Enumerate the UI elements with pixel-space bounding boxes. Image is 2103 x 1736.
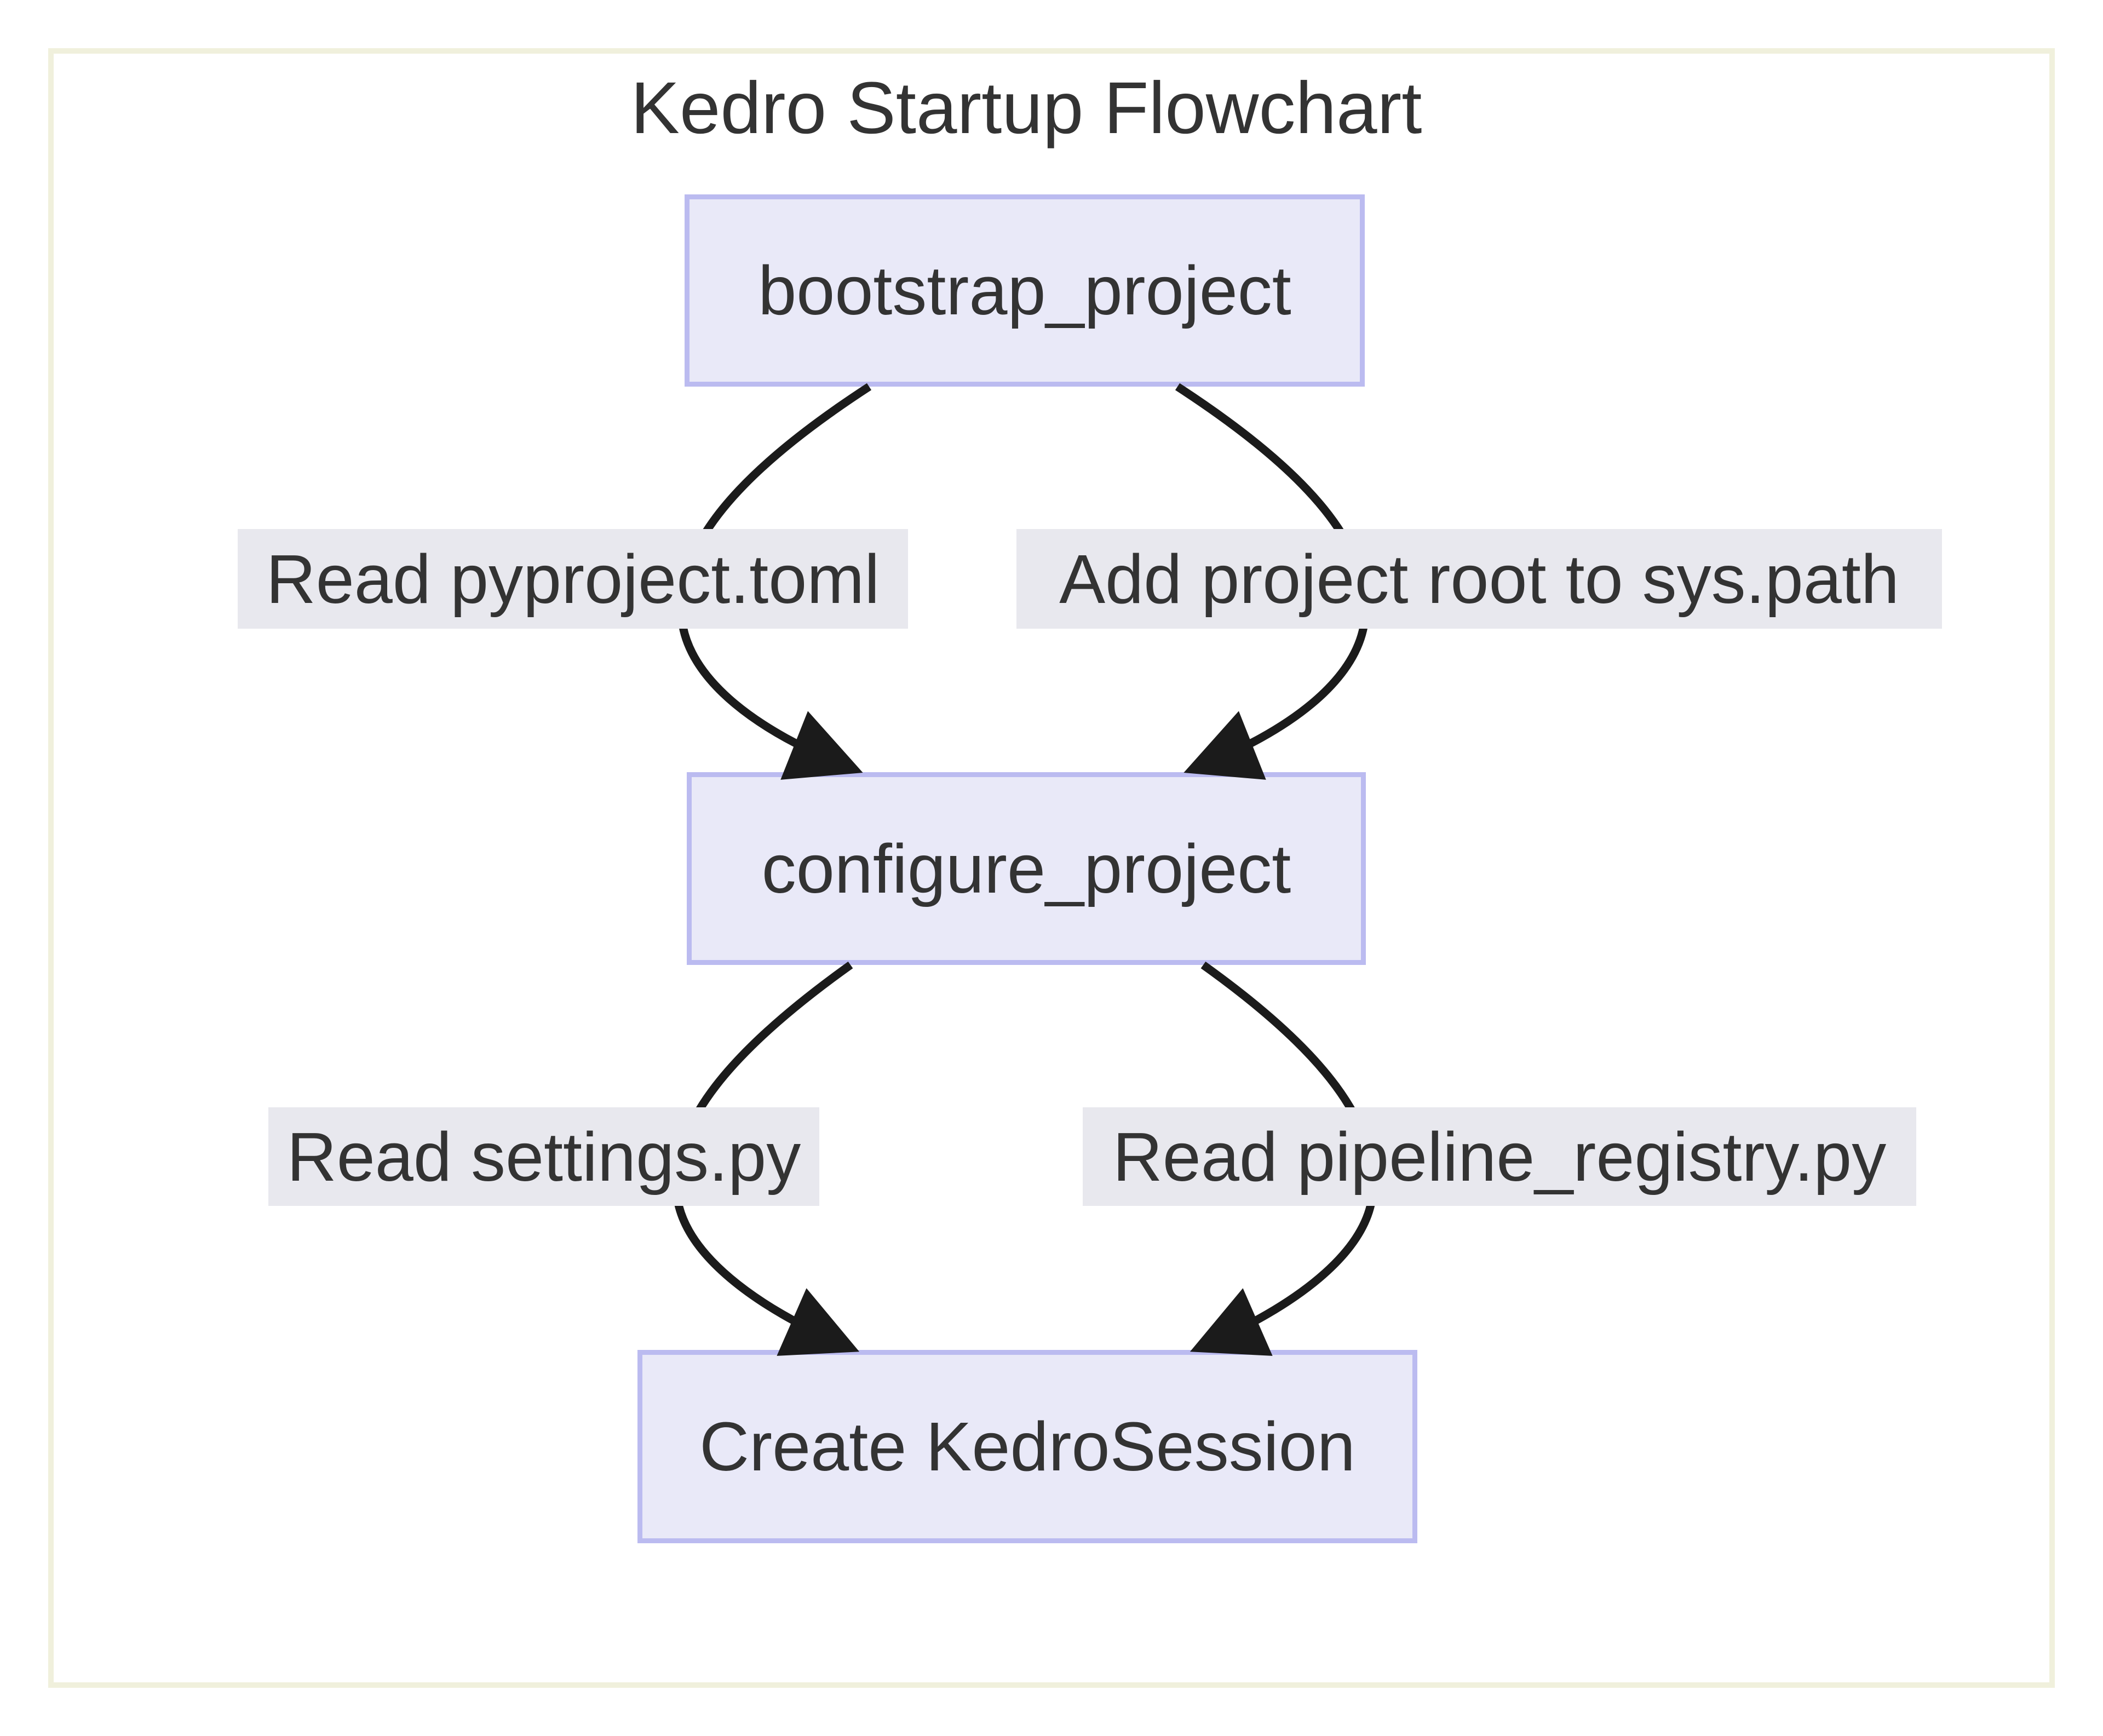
- node-configure-project: configure_project: [687, 772, 1366, 965]
- edge-label-read-settings-py: Read settings.py: [268, 1107, 819, 1206]
- node-bootstrap-project: bootstrap_project: [685, 194, 1365, 387]
- diagram-frame: [48, 48, 2055, 1688]
- edge-label-read-pyproject-toml: Read pyproject.toml: [238, 529, 908, 629]
- edge-label-read-pipeline-registry-py: Read pipeline_registry.py: [1083, 1107, 1916, 1206]
- diagram-title: Kedro Startup Flowchart: [630, 67, 1422, 149]
- edge-label-add-project-root-to-syspath: Add project root to sys.path: [1016, 529, 1942, 629]
- node-create-kedrosession: Create KedroSession: [637, 1350, 1417, 1543]
